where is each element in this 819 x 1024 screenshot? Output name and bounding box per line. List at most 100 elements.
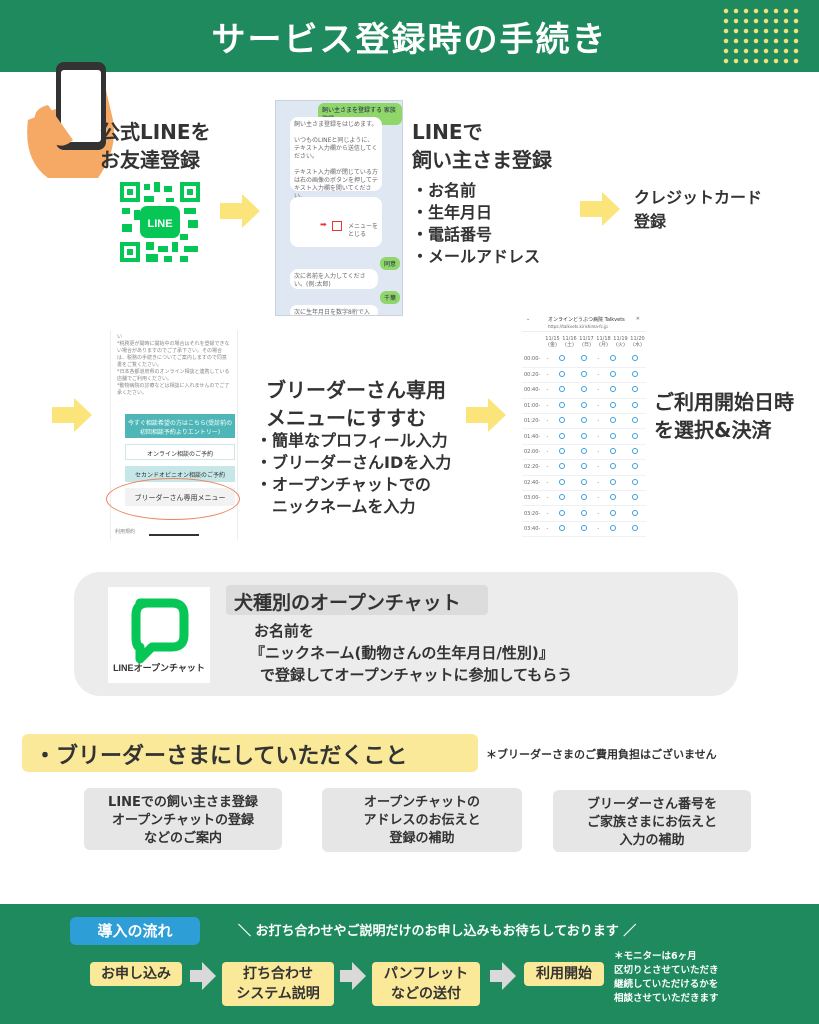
cal-slot-available[interactable]: [601, 352, 624, 368]
cal-slot-available[interactable]: [550, 490, 573, 507]
cal-slot-unavailable: -: [544, 398, 551, 415]
cal-slot-available[interactable]: [572, 352, 595, 368]
cal-slot-available[interactable]: [623, 444, 646, 461]
cal-slot-available-icon: [580, 386, 587, 393]
cal-slot-available-icon: [631, 355, 638, 362]
cal-slot-available[interactable]: [550, 367, 573, 384]
cal-slot-available[interactable]: [550, 382, 573, 399]
cal-slot-available[interactable]: [601, 444, 624, 461]
cal-slot-available[interactable]: [572, 459, 595, 476]
step5-line1: ご利用開始日時: [654, 390, 794, 414]
cal-time-label: 02:00-: [522, 444, 544, 461]
cal-slot-available[interactable]: [572, 475, 595, 492]
cal-slot-available-icon: [580, 432, 587, 439]
cal-slot-available-icon: [558, 355, 565, 362]
cal-slot-available[interactable]: [550, 398, 573, 415]
cal-slot-row: 00:00---: [522, 352, 646, 368]
line-qr-code[interactable]: LINE: [118, 180, 202, 264]
step3-line2: 登録: [634, 212, 667, 231]
task-card: ブリーダーさん番号をご家族さまにお伝えと入力の補助: [553, 790, 751, 852]
cal-slot-available[interactable]: [601, 367, 624, 384]
menu-consult-button[interactable]: 今すぐ相談希望の方はこちら(受診前の初回相談予約よりエントリー): [125, 414, 235, 438]
cal-slot-row: 01:40---: [522, 428, 646, 445]
cal-slot-available-icon: [580, 355, 587, 362]
menu-online-button[interactable]: オンライン相談のご予約: [125, 444, 235, 460]
cal-slot-available-icon: [580, 463, 587, 470]
cal-slot-unavailable: -: [544, 459, 551, 476]
list-item: ・お名前: [412, 181, 477, 200]
cal-slot-available[interactable]: [550, 352, 573, 368]
cal-slot-available-icon: [609, 463, 616, 470]
right-arrow-icon: [580, 192, 620, 226]
cal-slot-available[interactable]: [572, 413, 595, 430]
breeder-tasks-heading: ・ブリーダーさまにしていただくこと: [22, 734, 478, 772]
cal-slot-available[interactable]: [623, 428, 646, 445]
cal-slot-available[interactable]: [572, 521, 595, 538]
cal-slot-available[interactable]: [601, 475, 624, 492]
cal-slot-available[interactable]: [623, 490, 646, 507]
cal-slot-row: 00:20---: [522, 367, 646, 384]
cal-time-label: 03:00-: [522, 490, 544, 507]
cal-title: オンラインどうぶつ病院 Talkvets: [548, 317, 625, 323]
cal-url: https://talkvets.kirishima-fc.jp: [548, 324, 608, 329]
cal-slot-available[interactable]: [623, 475, 646, 492]
keyboard-icon: [332, 221, 342, 231]
cal-slot-available[interactable]: [550, 444, 573, 461]
cal-slot-available[interactable]: [601, 413, 624, 430]
cal-slot-available[interactable]: [623, 521, 646, 538]
cal-slot-available[interactable]: [550, 505, 573, 522]
cal-slot-available[interactable]: [623, 382, 646, 399]
cal-slot-available[interactable]: [601, 521, 624, 538]
chat-image-bubble: ➡ メニューをとじる: [290, 197, 382, 247]
cal-slot-available[interactable]: [550, 413, 573, 430]
cal-time-label: 01:00-: [522, 398, 544, 415]
cal-slot-available[interactable]: [572, 367, 595, 384]
cal-slot-available-icon: [609, 401, 616, 408]
cal-slot-available[interactable]: [601, 505, 624, 522]
menu-terms-link[interactable]: 利用規約: [115, 529, 136, 535]
cal-slot-available[interactable]: [572, 398, 595, 415]
cal-slot-available[interactable]: [601, 428, 624, 445]
cal-slot-available[interactable]: [623, 367, 646, 384]
cal-slot-available[interactable]: [623, 459, 646, 476]
cal-slot-available[interactable]: [550, 475, 573, 492]
cal-slot-available-icon: [609, 524, 616, 531]
cal-slot-available[interactable]: [572, 382, 595, 399]
cal-slot-available-icon: [558, 463, 565, 470]
task-card: オープンチャットのアドレスのお伝えと登録の補助: [322, 788, 522, 852]
cal-slot-available[interactable]: [572, 505, 595, 522]
cal-slot-available[interactable]: [572, 428, 595, 445]
close-icon: ✕: [635, 316, 640, 322]
cal-slot-available[interactable]: [550, 459, 573, 476]
cal-slot-available[interactable]: [550, 428, 573, 445]
cal-slot-available[interactable]: [601, 459, 624, 476]
flow-step-start: 利用開始: [524, 962, 604, 986]
cal-time-label: 02:40-: [522, 475, 544, 492]
cal-slot-available[interactable]: [601, 490, 624, 507]
cal-slot-available[interactable]: [623, 413, 646, 430]
cal-slot-available[interactable]: [623, 505, 646, 522]
cal-slot-available[interactable]: [601, 398, 624, 415]
cal-slot-available[interactable]: [601, 382, 624, 399]
flow-step-pamphlet: パンフレットなどの送付: [372, 962, 480, 1006]
cal-slot-unavailable: -: [594, 475, 602, 492]
step4-title: ブリーダーさん専用 メニューにすすむ: [266, 376, 446, 432]
cal-slot-available[interactable]: [623, 398, 646, 415]
step4-title-line1: ブリーダーさん専用: [266, 378, 446, 402]
hand-phone-illustration: [18, 60, 128, 180]
cal-slot-available-icon: [631, 448, 638, 455]
step3-label: クレジットカード 登録: [634, 186, 762, 234]
list-item: ・メールアドレス: [412, 247, 541, 266]
cal-slot-available[interactable]: [550, 521, 573, 538]
line-openchat-logo: LINEオープンチャット: [108, 587, 210, 683]
cal-slot-available-icon: [631, 432, 638, 439]
cal-slot-unavailable: -: [594, 367, 602, 384]
cal-slot-available-icon: [580, 494, 587, 501]
cal-slot-available-icon: [580, 478, 587, 485]
cal-slot-available[interactable]: [623, 352, 646, 368]
cal-slot-available[interactable]: [572, 490, 595, 507]
cal-slot-unavailable: -: [544, 382, 551, 399]
cal-slot-available-icon: [558, 386, 565, 393]
flow-tag: 導入の流れ: [70, 917, 200, 945]
cal-slot-available[interactable]: [572, 444, 595, 461]
